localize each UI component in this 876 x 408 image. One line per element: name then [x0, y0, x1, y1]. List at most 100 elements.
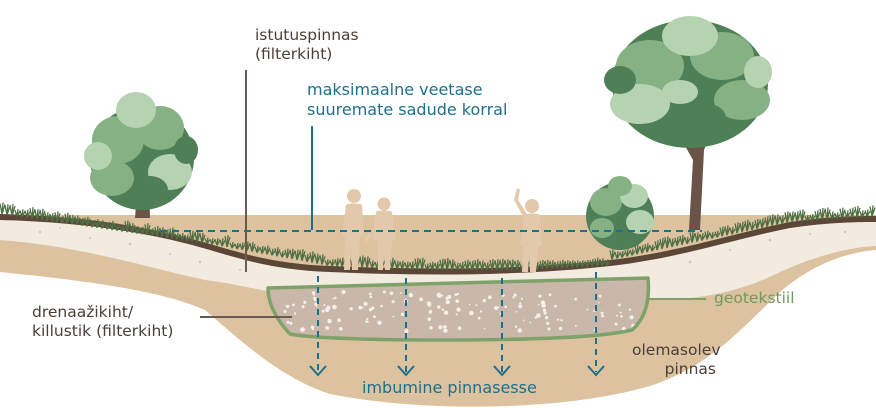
gravel-speck — [323, 304, 325, 306]
gravel-speck — [620, 315, 623, 318]
gravel-speck — [521, 298, 523, 300]
gravel-speck — [286, 305, 289, 308]
gravel-speck — [445, 326, 447, 328]
gravel-speck — [350, 307, 353, 310]
gravel-speck — [314, 299, 316, 301]
gravel-speck — [380, 305, 383, 308]
gravel-speck — [587, 309, 589, 311]
gravel-speck — [515, 311, 517, 313]
geotextile-label: geotekstiil — [714, 289, 795, 308]
gravel-speck — [444, 311, 448, 315]
gravel-speck — [598, 302, 600, 304]
gravel-speck — [315, 305, 317, 307]
gravel-speck — [599, 295, 602, 298]
native-soil-label-line1: olemasolev — [632, 341, 716, 360]
gravel-speck — [458, 326, 462, 330]
gravel-speck — [358, 306, 362, 310]
topsoil-label-line1: istutuspinnas — [255, 26, 359, 45]
gravel-speck — [427, 302, 431, 306]
gravel-speck — [429, 326, 432, 329]
gravel-speck — [362, 307, 364, 309]
gravel-speck — [469, 304, 471, 306]
gravel-speck — [383, 291, 386, 294]
gravel-speck — [404, 329, 408, 333]
gravel-speck — [545, 316, 548, 319]
gravel-speck — [498, 307, 500, 309]
geotextile-label-text: geotekstiil — [714, 289, 795, 308]
gravel-speck — [445, 297, 448, 300]
gravel-speck — [469, 311, 474, 316]
gravel-speck — [546, 322, 549, 325]
water-level-label-line1: maksimaalne veetase — [307, 80, 507, 100]
gravel-speck — [409, 293, 413, 297]
gravel-speck — [419, 298, 423, 302]
native-soil-label: olemasolev pinnas — [632, 341, 716, 379]
shrub-right — [586, 176, 654, 250]
gravel-speck — [476, 304, 478, 306]
tree-left — [84, 92, 198, 218]
grass-tuft — [5, 204, 10, 215]
gravel-speck — [499, 313, 501, 315]
gravel-speck — [443, 329, 447, 333]
gravel-speck — [547, 328, 550, 331]
gravel-speck — [437, 293, 442, 298]
gravel-speck — [442, 295, 444, 297]
gravel-speck — [442, 308, 444, 310]
drainage-label-line1: drenaažikiht/ — [32, 303, 173, 322]
gravel-speck — [494, 306, 498, 310]
gravel-speck — [455, 293, 458, 296]
gravel-speck — [620, 312, 622, 314]
infiltration-label-text: imbumine pinnasesse — [362, 378, 537, 398]
gravel-speck — [314, 303, 317, 306]
native-soil-label-line2: pinnas — [632, 360, 716, 379]
gravel-speck — [543, 309, 546, 312]
gravel-speck — [428, 317, 432, 321]
gravel-speck — [559, 327, 562, 330]
gravel-speck — [446, 300, 450, 304]
gravel-speck — [294, 312, 296, 314]
gravel-speck — [512, 296, 514, 298]
gravel-speck — [438, 325, 442, 329]
gravel-speck — [334, 297, 337, 300]
gravel-speck — [312, 328, 314, 330]
gravel-speck — [341, 290, 345, 294]
gravel-speck — [437, 305, 440, 308]
grass-tuft — [870, 205, 875, 216]
gravel-speck — [504, 306, 507, 309]
gravel-speck — [538, 304, 540, 306]
gravel-speck — [400, 292, 402, 294]
gravel-speck — [429, 310, 433, 314]
gravel-speck — [322, 310, 325, 313]
gravel-speck — [371, 307, 374, 310]
gravel-speck — [326, 306, 330, 310]
gravel-speck — [601, 312, 604, 315]
gravel-speck — [370, 296, 373, 299]
drainage-label-line2: killustik (filterkiht) — [32, 322, 173, 341]
gravel-speck — [455, 299, 459, 303]
gravel-speck — [560, 319, 562, 321]
gravel-speck — [392, 300, 395, 303]
gravel-speck — [536, 313, 541, 318]
gravel-speck — [629, 309, 631, 311]
gravel-speck — [339, 327, 343, 331]
gravel-speck — [325, 326, 329, 330]
gravel-speck — [575, 325, 577, 327]
gravel-speck — [518, 304, 522, 308]
gravel-speck — [574, 298, 577, 301]
gravel-speck — [554, 305, 557, 308]
infiltration-label: imbumine pinnasesse — [362, 378, 537, 398]
gravel-speck — [303, 301, 306, 304]
gravel-speck — [538, 295, 541, 298]
gravel-speck — [557, 319, 559, 321]
gravel-speck — [515, 326, 517, 328]
gravel-speck — [616, 315, 618, 317]
gravel-speck — [615, 323, 618, 326]
water-level-label: maksimaalne veetase suuremate sadude kor… — [307, 80, 507, 120]
topsoil-label-line2: (filterkiht) — [255, 45, 359, 64]
gravel-speck — [337, 318, 341, 322]
gravel-speck — [549, 293, 552, 296]
gravel-speck — [483, 299, 486, 302]
gravel-speck — [618, 304, 621, 307]
gravel-speck — [332, 298, 334, 300]
